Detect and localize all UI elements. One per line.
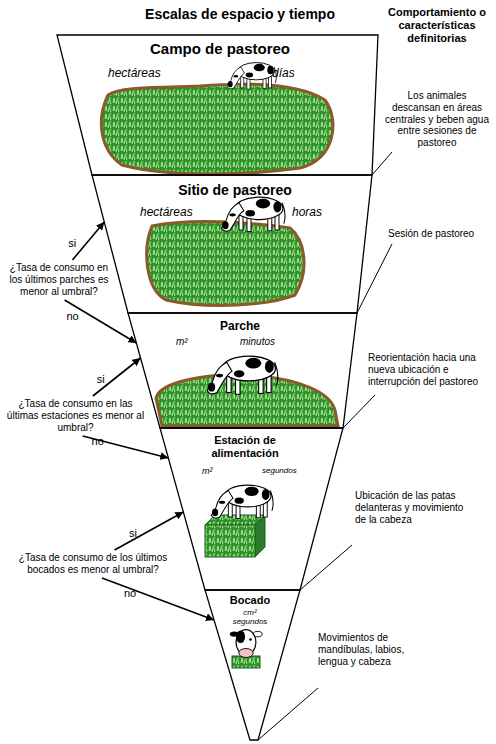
feeding-station-front <box>205 525 255 557</box>
decision-arrow <box>102 578 214 620</box>
band-shape <box>205 590 300 740</box>
edge-label: no <box>92 435 112 448</box>
cow-illustration <box>207 356 278 394</box>
behavior-description: Ubicación de las patas delanteras y movi… <box>355 490 473 525</box>
band-shape <box>160 428 343 590</box>
band-heading: Sitio de pastoreo <box>150 182 320 199</box>
leader-line <box>357 244 392 313</box>
scale-unit: segundos <box>225 617 275 626</box>
feeding-station-side <box>255 515 265 557</box>
band-heading: Bocado <box>215 594 285 607</box>
band-shape <box>92 175 372 313</box>
cow-illustration <box>227 63 276 90</box>
scale-unit: cm² <box>240 608 260 617</box>
scale-unit: m² <box>202 466 227 477</box>
behavior-description: Sesión de pastoreo <box>388 228 488 240</box>
band-heading: Parche <box>190 319 290 333</box>
band-heading: Estación de alimentación <box>185 434 305 460</box>
cow-illustration <box>221 197 285 231</box>
question-text: ¿Tasa de consumo en los últimos parches … <box>3 262 115 298</box>
behavior-description: Movimientos de mandíbulas, labios, lengu… <box>318 632 428 667</box>
leader-line <box>343 395 375 428</box>
diagram-title: Escalas de espacio y tiempo <box>120 6 360 23</box>
scale-unit: días <box>272 66 312 80</box>
behavior-description: Reorientación hacia una nueva ubicación … <box>368 352 493 387</box>
pasture-field <box>101 84 333 174</box>
question-text: ¿Tasa de consumo de los últimos bocados … <box>3 552 183 576</box>
cow-head-illustration <box>230 630 262 658</box>
band-shape <box>57 35 378 175</box>
grazing-site <box>147 222 304 306</box>
decision-arrow <box>83 436 169 458</box>
scale-unit: hectáreas <box>108 66 178 80</box>
scale-unit: m² <box>176 336 206 348</box>
leader-line <box>300 545 352 590</box>
scale-unit: hectáreas <box>140 205 210 219</box>
band-shape <box>128 313 357 428</box>
edge-label: si <box>68 237 88 250</box>
decision-question: ¿Tasa de consumo en las últimas estacion… <box>3 398 148 434</box>
column-header: Comportamiento o características definit… <box>380 6 494 45</box>
scale-band: Parche m² minutos <box>128 313 357 428</box>
scale-band: Bocadocm²segundos <box>205 590 300 740</box>
leader-line <box>258 688 318 740</box>
decision-question: ¿Tasa de consumo en los últimos parches … <box>3 262 115 298</box>
scale-band: Campo de pastoreo hectáreas días <box>57 35 378 175</box>
leader-line <box>372 152 392 175</box>
decision-arrow <box>115 512 184 550</box>
grass-patch <box>156 375 338 426</box>
edge-label: no <box>66 310 86 323</box>
edge-label: si <box>97 373 117 386</box>
question-text: ¿Tasa de consumo en las últimas estacion… <box>3 398 148 434</box>
decision-question: ¿Tasa de consumo de los últimos bocados … <box>3 552 183 576</box>
scale-band: Sitio de pastoreo hectáreas horas <box>92 175 372 313</box>
edge-label: no <box>124 587 144 600</box>
decision-arrow <box>93 358 141 396</box>
decision-arrow <box>72 222 104 260</box>
band-heading: Campo de pastoreo <box>120 40 320 58</box>
scale-unit: segundos <box>262 466 312 475</box>
decision-arrow <box>65 300 137 343</box>
cow-illustration <box>211 485 273 518</box>
scale-unit: minutos <box>240 336 300 348</box>
scale-unit: horas <box>292 205 337 219</box>
edge-label: si <box>129 527 149 540</box>
behavior-description: Los animales descansan en áreas centrale… <box>382 90 492 149</box>
scale-band: Estación de alimentación m² segundos <box>160 428 343 590</box>
